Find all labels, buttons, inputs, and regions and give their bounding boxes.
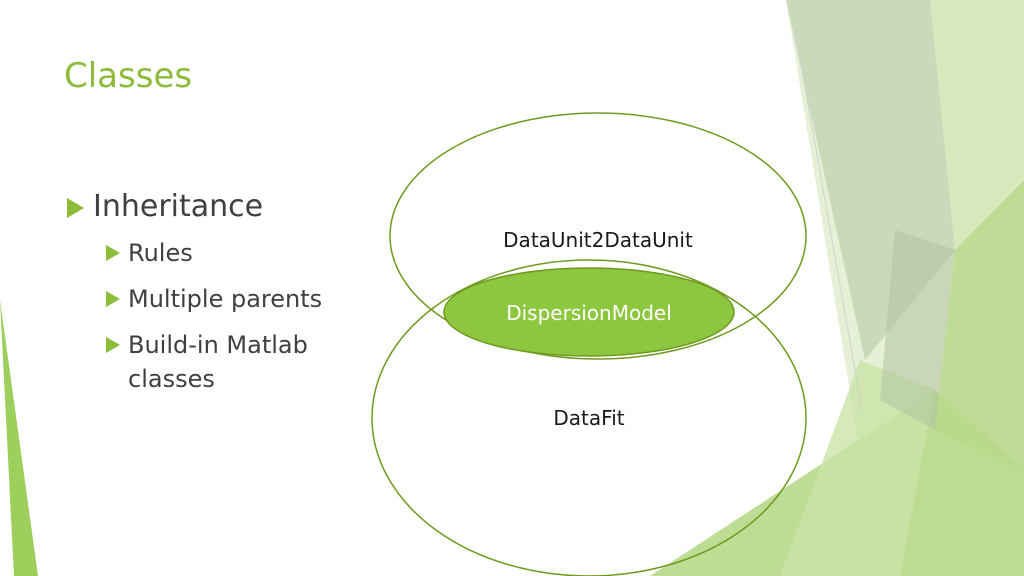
slide-title: Classes — [64, 56, 193, 96]
facet-light-green — [780, 360, 935, 576]
bullet-text: Build-in Matlab classes — [128, 331, 308, 393]
sub-bullet-build-in-matlab-classes: Build-in Matlab classes — [64, 328, 384, 396]
facet-left-sliver — [0, 300, 38, 576]
facet-line — [794, 29, 863, 411]
bottom-circle-label: DataFit — [553, 406, 624, 430]
bullet-arrow-icon — [106, 337, 120, 353]
bullet-inheritance: Inheritance — [64, 188, 384, 226]
sub-bullet-multiple-parents: Multiple parents — [64, 282, 384, 316]
facet-mid-green — [935, 180, 1024, 470]
bullet-text: Multiple parents — [128, 285, 323, 313]
bullet-text: Rules — [128, 239, 193, 267]
sub-bullet-rules: Rules — [64, 236, 384, 270]
top-circle — [389, 112, 807, 360]
center-ellipse — [443, 267, 735, 357]
bottom-circle — [371, 259, 807, 576]
bullet-arrow-icon — [106, 291, 120, 307]
bullet-text: Inheritance — [93, 189, 264, 224]
bullet-arrow-icon — [106, 245, 120, 261]
top-circle-label: DataUnit2DataUnit — [503, 228, 693, 252]
facet-gray-band — [880, 230, 955, 430]
facet-pale-green — [930, 0, 1024, 250]
center-ellipse-label: DispersionModel — [506, 301, 672, 325]
bullet-arrow-icon — [67, 198, 84, 218]
bullet-list: Inheritance Rules Multiple parents Build… — [64, 188, 384, 408]
